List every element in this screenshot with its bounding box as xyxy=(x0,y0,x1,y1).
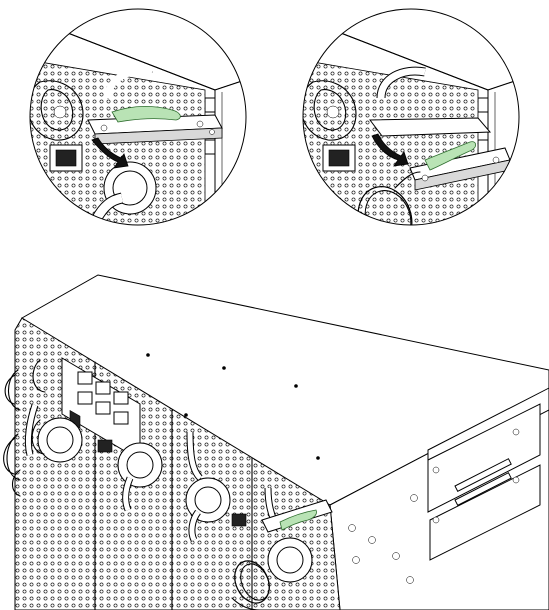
detail-circle-right xyxy=(302,8,520,226)
detail-circle-left xyxy=(29,8,247,226)
cable-retainer-clip-icon xyxy=(424,141,476,171)
io-port-block xyxy=(77,371,129,425)
cable-retainer-clip-icon xyxy=(111,106,181,123)
power-cord-icon xyxy=(357,186,413,225)
cable-retainer-clip-icon xyxy=(279,509,317,531)
curved-arrow-icon xyxy=(371,133,409,167)
curved-arrow-icon xyxy=(91,137,129,169)
chassis-overview xyxy=(3,274,549,610)
